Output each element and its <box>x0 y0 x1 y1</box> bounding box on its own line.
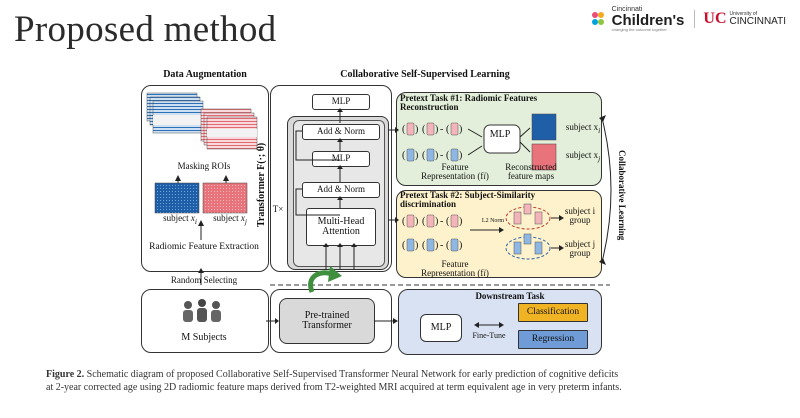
pretext-task-2-graphics: () () - () () () - () <box>402 203 564 260</box>
uc-logo: UC University of CINCINNATI <box>694 10 786 28</box>
multi-head-attention-block: Multi-Head Attention <box>306 208 376 246</box>
svg-text:(: ( <box>446 240 450 251</box>
svg-text:(: ( <box>402 240 406 251</box>
uc-logo-mark-icon: UC <box>703 10 727 27</box>
subject-i-group-label: subject i group <box>564 206 596 226</box>
svg-text:-: - <box>440 216 443 227</box>
collaborative-learning-label: Collaborative Learning <box>617 149 627 241</box>
classification-block: Classification <box>518 303 588 322</box>
fine-tune-label: Fine-Tune <box>472 331 506 340</box>
childrens-logo-mark-icon <box>591 12 604 25</box>
downstream-task-title: Downstream Task <box>475 291 545 301</box>
tx-label: T× <box>272 204 284 214</box>
svg-text:): ) <box>459 240 462 251</box>
reconstructed-subject-xj: subject xj <box>560 150 606 163</box>
caption-label: Figure 2. <box>46 369 85 380</box>
svg-text:(: ( <box>446 150 450 161</box>
random-selecting-label: Random Selecting <box>170 275 238 285</box>
svg-text:): ) <box>415 124 418 135</box>
downstream-mlp-block: MLP <box>420 314 462 342</box>
feature-representation-1: Feature Representation (fi) <box>421 162 489 182</box>
svg-text:(: ( <box>422 150 426 161</box>
svg-text:): ) <box>435 124 438 135</box>
feature-representation-2: Feature Representation (fi) <box>421 259 489 279</box>
cch-logo-tag: changing the outcome together <box>611 27 667 32</box>
svg-text:): ) <box>415 240 418 251</box>
svg-text:): ) <box>459 150 462 161</box>
pretext-task-2-title: Pretext Task #2: Subject-Similarity disc… <box>400 190 536 210</box>
l2-norm-label: L2 Norm <box>481 218 505 224</box>
svg-text:): ) <box>459 124 462 135</box>
cch-logo-top: Cincinnati <box>611 6 643 13</box>
subject-xj-text: subject <box>213 213 239 223</box>
feat-rep-1-sub: i <box>483 171 486 182</box>
caption-text: Schematic diagram of proposed Collaborat… <box>46 369 622 393</box>
svg-text:(: ( <box>422 216 426 227</box>
svg-text:-: - <box>440 240 443 251</box>
svg-text:(: ( <box>422 240 426 251</box>
rec-subject-j-sub: j <box>598 153 601 163</box>
svg-text:): ) <box>415 216 418 227</box>
people-group-icon <box>183 299 221 322</box>
data-augmentation-title: Data Augmentation <box>163 69 247 80</box>
svg-text:(: ( <box>402 216 406 227</box>
rec-subject-i-sub: i <box>598 125 601 135</box>
feat-rep-1-text: Feature Representation (f <box>421 162 484 182</box>
svg-text:): ) <box>435 216 438 227</box>
rec-subject-i-text: subject x <box>565 122 599 132</box>
collaborative-learning-arrow <box>599 115 612 265</box>
data-augmentation-box <box>141 85 269 272</box>
pretrained-transformer-block: Pre-trained Transformer <box>279 298 375 344</box>
figure-caption: Figure 2. Schematic diagram of proposed … <box>46 368 626 394</box>
cch-logo-main: Children's <box>611 12 685 29</box>
slide-title: Proposed method <box>14 9 277 50</box>
mlp-top-block: MLP <box>312 94 370 110</box>
feat-rep-2-sub: i <box>483 268 486 279</box>
separator-dashed <box>270 284 610 286</box>
transformer-to-pretext-arrows <box>388 127 399 223</box>
transformer-arrows <box>295 108 357 270</box>
svg-text:): ) <box>459 216 462 227</box>
bottom-flow-arrows <box>266 318 398 324</box>
transfer-green-arrow-icon <box>308 266 342 293</box>
reconstructed-feature-maps-label: Reconstructed feature maps <box>505 162 557 182</box>
svg-text:(: ( <box>422 124 426 135</box>
svg-text:): ) <box>435 150 438 161</box>
reconstructed-subject-xi: subject xi <box>560 122 606 135</box>
feat-rep-2-text: Feature Representation (f <box>421 259 484 279</box>
data-augmentation-graphics <box>146 92 258 285</box>
pretext-task-1-title: Pretext Task #1: Radiomic Features Recon… <box>400 93 538 113</box>
svg-text:(: ( <box>402 124 406 135</box>
masking-rois-label: Masking ROIs <box>177 161 231 171</box>
uc-logo-top: University of <box>729 10 758 17</box>
subject-xj-sub: j <box>244 216 247 226</box>
radiomic-extraction-label: Radiomic Feature Extraction <box>149 242 259 252</box>
svg-text:(: ( <box>446 216 450 227</box>
svg-text:): ) <box>415 150 418 161</box>
pretext-task-2-box <box>396 190 602 278</box>
pretext-1-mlp: MLP <box>489 129 511 140</box>
svg-text:-: - <box>440 124 443 135</box>
svg-text:(: ( <box>446 124 450 135</box>
svg-text:(: ( <box>402 150 406 161</box>
cincinnati-childrens-logo: Cincinnati Children's changing the outco… <box>588 6 685 32</box>
subject-xi-label: subject xi <box>163 213 197 226</box>
subject-xi-text: subject <box>163 213 189 223</box>
cssl-title: Collaborative Self-Supervised Learning <box>340 69 510 80</box>
uc-logo-main: CINCINNATI <box>729 15 786 27</box>
logos: Cincinnati Children's changing the outco… <box>588 6 786 32</box>
svg-text:-: - <box>440 150 443 161</box>
fine-tune-arrow-icon <box>474 322 504 328</box>
m-subjects-label: M Subjects <box>181 332 227 343</box>
subject-xi-sub: i <box>194 216 197 226</box>
subject-xj-label: subject xj <box>213 213 247 226</box>
rec-subject-j-text: subject x <box>565 150 599 160</box>
subject-j-group-label: subject j group <box>564 239 596 259</box>
pretext-task-1-graphics: () () - () () () - () <box>402 113 557 171</box>
transformer-label: Transformer F(·; θ) <box>256 142 267 228</box>
regression-block: Regression <box>518 330 588 349</box>
svg-text:): ) <box>435 240 438 251</box>
